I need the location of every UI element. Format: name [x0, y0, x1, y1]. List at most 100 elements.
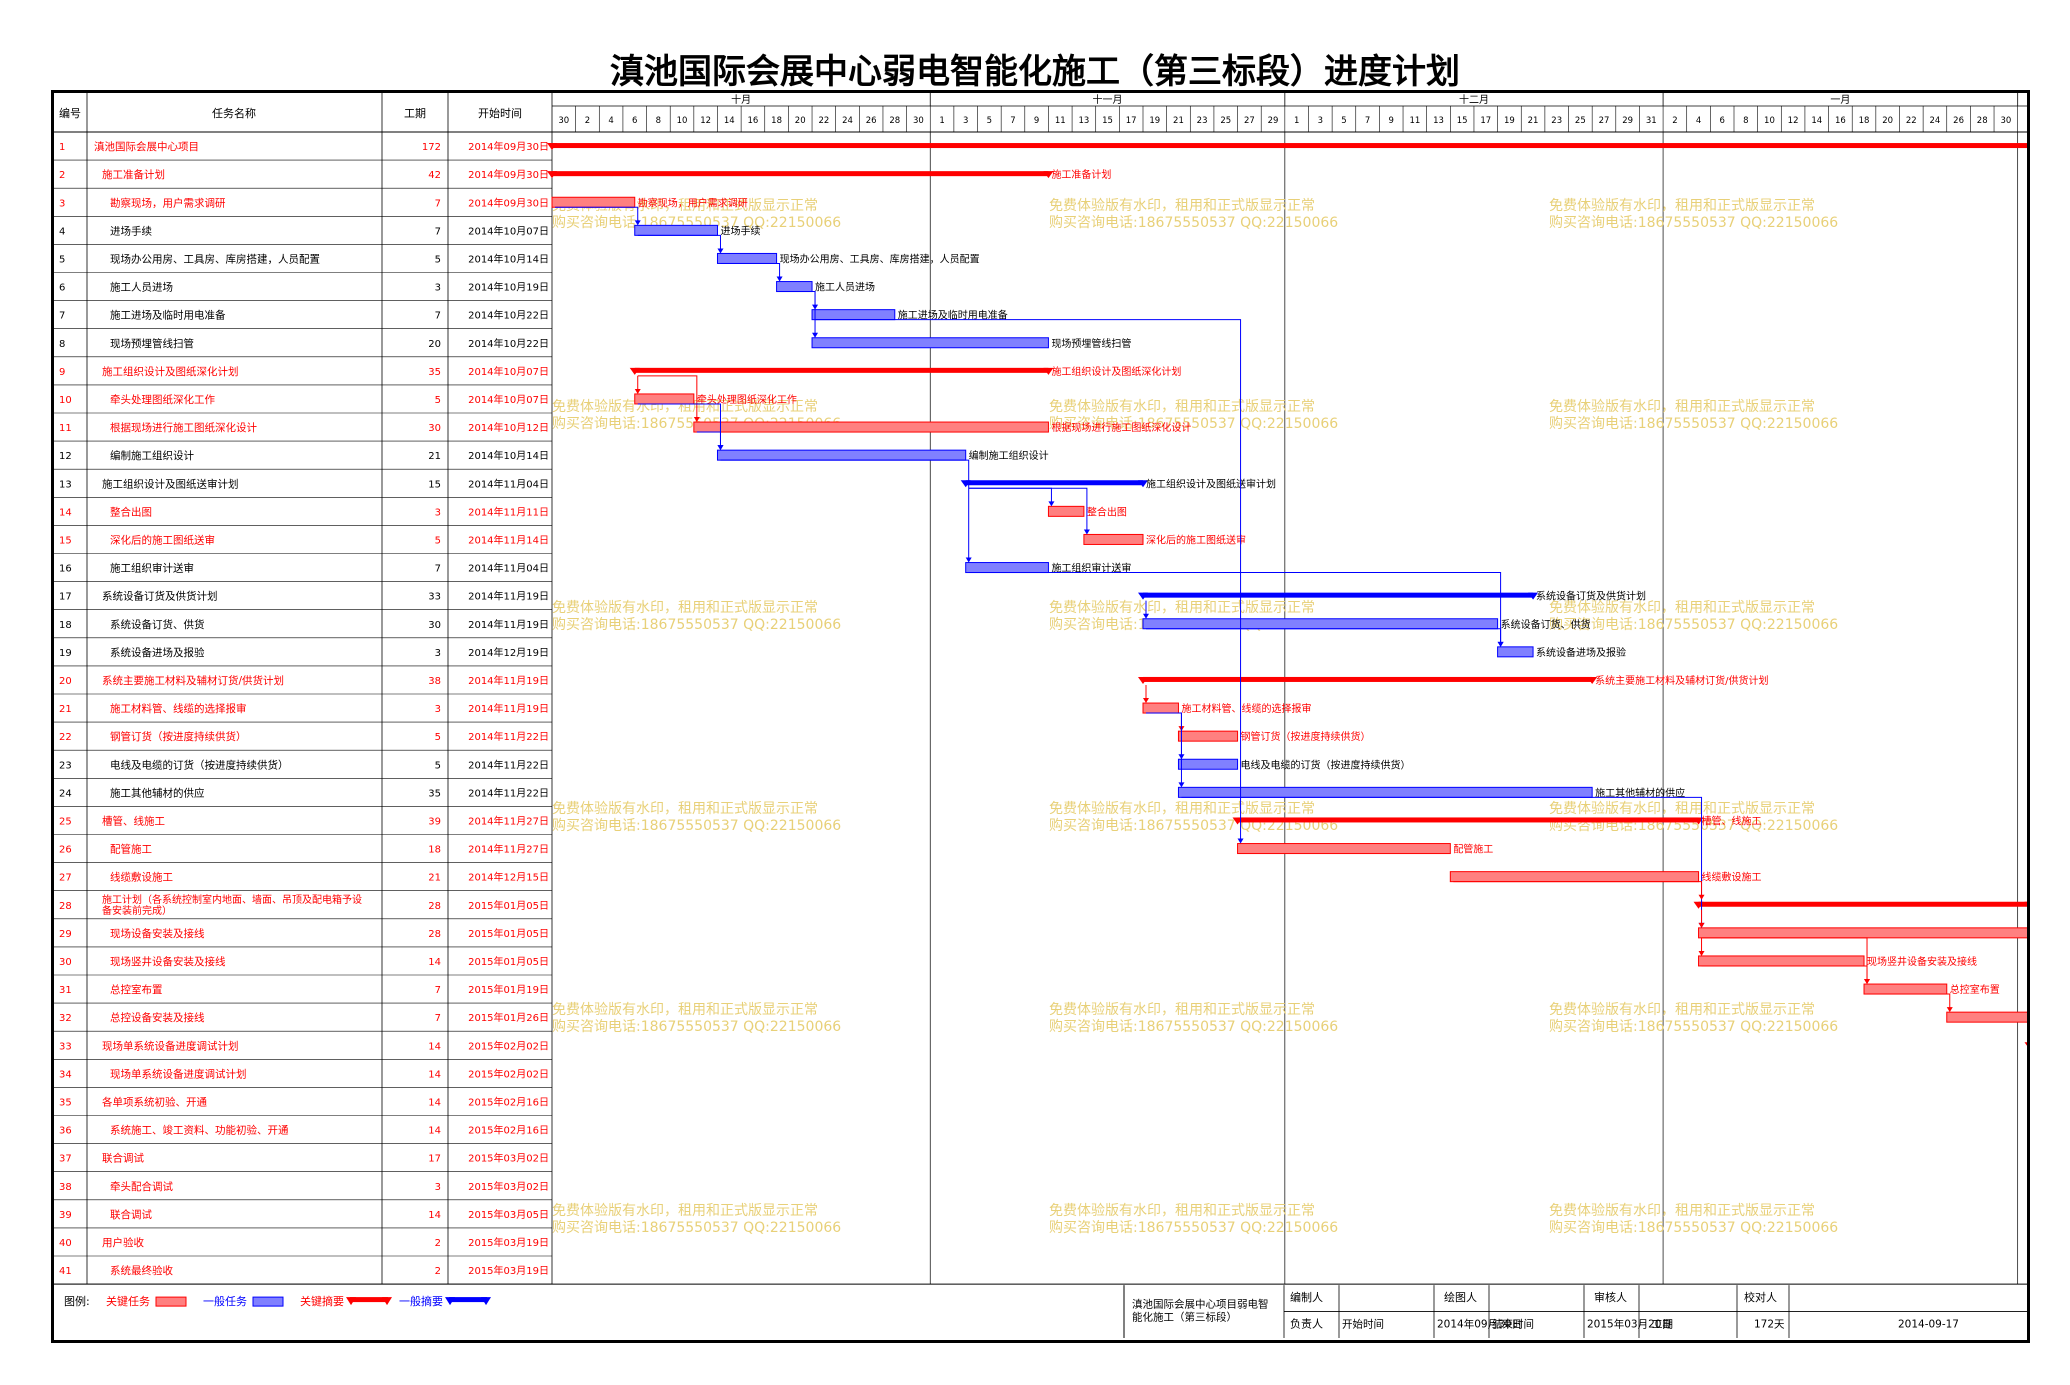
day-tick-label: 29 [1268, 116, 1279, 126]
task-name: 现场预埋管线扫管 [110, 337, 194, 350]
day-tick-label: 5 [987, 116, 992, 126]
summary-bar [1143, 592, 1534, 598]
watermark-line1: 免费体验版有水印，租用和正式版显示正常 [1049, 198, 1315, 214]
task-bar-label: 现场竖井设备安装及接线 [1867, 955, 1977, 968]
task-bar [1946, 1011, 2027, 1023]
task-bar-label: 槽管、线施工 [1702, 814, 1762, 827]
task-name: 系统设备订货及供货计划 [102, 590, 218, 603]
task-bar [1449, 871, 1700, 883]
task-bar-label: 施工准备计划 [1051, 168, 1111, 181]
task-name: 进场手续 [110, 224, 152, 237]
legend-item-label: 一般摘要 [399, 1294, 443, 1308]
day-tick-label: 8 [1743, 116, 1748, 126]
task-id: 39 [59, 1210, 72, 1221]
task-bar [716, 252, 778, 264]
legend-task-swatch [155, 1296, 187, 1307]
day-tick-label: 2 [585, 116, 590, 126]
task-start: 2014年11月22日 [468, 730, 549, 743]
task-id: 35 [59, 1097, 72, 1108]
task-duration: 17 [428, 1154, 441, 1165]
dependency-line [1146, 628, 1502, 646]
footer-project-name-cont: 能化施工（第三标段） [1132, 1311, 1237, 1324]
watermark-line1: 免费体验版有水印，租用和正式版显示正常 [1549, 1203, 1815, 1219]
day-tick-label: 1 [939, 116, 944, 126]
watermark-line1: 免费体验版有水印，租用和正式版显示正常 [1549, 198, 1815, 214]
task-start: 2014年10月22日 [468, 309, 549, 322]
task-id: 37 [59, 1154, 72, 1165]
task-bar-label: 系统设备订货、供货 [1501, 618, 1591, 631]
watermark-line1: 免费体验版有水印，租用和正式版显示正常 [552, 600, 818, 616]
dependency-arrow [1083, 529, 1090, 535]
day-tick-label: 23 [1197, 116, 1208, 126]
dependency-line [1146, 712, 1182, 731]
day-tick-label: 7 [1010, 116, 1015, 126]
legend-summary-cap [445, 1297, 455, 1306]
task-name: 现场设备安装及接线 [110, 927, 205, 940]
task-start: 2015年03月19日 [468, 1264, 549, 1277]
task-bar-label: 深化后的施工图纸送审 [1146, 533, 1246, 546]
dependency-arrow [1698, 922, 1705, 928]
month-label: 十一月 [1093, 93, 1123, 106]
task-bar [965, 562, 1049, 574]
summary-end-cap [1043, 171, 1054, 179]
task-start: 2014年09月30日 [468, 196, 549, 209]
task-name: 现场单系统设备进度调试计划 [102, 1039, 239, 1052]
task-id: 8 [59, 339, 65, 350]
task-name: 施工材料管、线缆的选择报审 [110, 702, 247, 715]
dependency-arrow [1698, 894, 1705, 900]
task-id: 11 [59, 423, 72, 434]
task-start: 2014年11月11日 [468, 505, 549, 518]
day-tick-label: 25 [1575, 116, 1586, 126]
summary-bar [1698, 901, 2027, 907]
day-tick-label: 7 [1365, 116, 1370, 126]
task-bar [1698, 927, 2027, 939]
task-start: 2014年10月07日 [468, 224, 549, 237]
task-bar-label: 施工组织设计及图纸送审计划 [1146, 477, 1276, 490]
watermark-line2: 购买咨询电话:18675550537 QQ:22150066 [552, 818, 841, 834]
task-id: 23 [59, 760, 72, 771]
task-id: 41 [59, 1266, 72, 1277]
task-name: 施工准备计划 [102, 168, 165, 181]
day-tick-label: 6 [1719, 116, 1724, 126]
task-id: 4 [59, 226, 65, 237]
task-id: 7 [59, 311, 65, 322]
task-duration: 7 [435, 1013, 441, 1024]
dependency-line [779, 291, 816, 337]
dependency-line [1146, 712, 1182, 759]
watermark-line1: 免费体验版有水印，租用和正式版显示正常 [1549, 1002, 1815, 1018]
task-duration: 35 [428, 788, 441, 799]
task-duration: 2 [435, 1266, 441, 1277]
dependency-arrow [965, 557, 972, 563]
day-tick-label: 6 [632, 116, 637, 126]
dependency-arrow [1946, 1007, 1953, 1013]
task-name: 施工计划（各系统控制室内地面、墙面、吊顶及配电箱予设 [102, 893, 362, 906]
task-bar-label: 系统设备进场及报验 [1536, 646, 1626, 659]
month-label: 十月 [731, 93, 751, 106]
task-duration: 20 [428, 339, 441, 350]
task-duration: 28 [428, 929, 441, 940]
watermark-line2: 购买咨询电话:18675550537 QQ:22150066 [552, 617, 841, 633]
task-start: 2014年11月27日 [468, 814, 549, 827]
legend-item-label: 关键摘要 [300, 1294, 344, 1308]
day-tick-label: 13 [1433, 116, 1444, 126]
task-bar-label: 进场手续 [720, 224, 760, 237]
task-bar [716, 449, 967, 461]
task-start: 2015年03月05日 [468, 1208, 549, 1221]
watermark-line2: 购买咨询电话:18675550537 QQ:22150066 [1549, 1220, 1838, 1236]
dependency-line [1701, 965, 1868, 984]
footer-end-label: 结束时间 [1492, 1318, 1534, 1331]
task-name-cont: 备安装前完成） [102, 904, 172, 917]
task-duration: 7 [435, 564, 441, 575]
task-name: 根据现场进行施工图纸深化设计 [110, 421, 257, 434]
day-tick-label: 13 [1078, 116, 1089, 126]
legend-summary-swatch [350, 1297, 388, 1303]
task-id: 13 [59, 479, 72, 490]
watermark-line1: 免费体验版有水印，租用和正式版显示正常 [1549, 801, 1815, 817]
task-name: 线缆敷设施工 [110, 871, 173, 884]
task-duration: 39 [428, 816, 441, 827]
task-id: 32 [59, 1013, 72, 1024]
task-duration: 7 [435, 985, 441, 996]
task-bar-label: 线缆敷设施工 [1702, 871, 1762, 884]
task-duration: 2 [435, 1238, 441, 1249]
